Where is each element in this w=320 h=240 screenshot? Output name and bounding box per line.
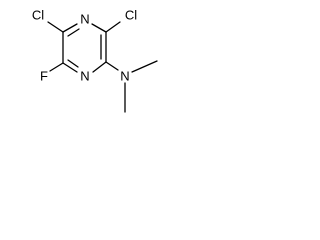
atom-cl-right: Cl xyxy=(125,8,137,23)
chemical-structure: Cl Cl N N F N xyxy=(32,8,158,113)
bond-ring-c5-n4 xyxy=(62,23,78,33)
atom-n-amine: N xyxy=(120,69,129,84)
bond-c5-cl xyxy=(47,21,64,33)
bond-ring-n4-c3 xyxy=(91,23,107,33)
bond-ring-n1-c6 xyxy=(62,62,78,73)
bond-n-methyl-right xyxy=(131,60,158,73)
atom-n-top: N xyxy=(80,12,89,27)
atom-n-bottom: N xyxy=(80,69,89,84)
atom-f: F xyxy=(40,69,48,84)
bond-double-n1-c6 xyxy=(67,59,79,68)
bond-double-c5-n4 xyxy=(67,28,80,37)
atom-cl-left: Cl xyxy=(32,8,44,23)
bond-c2-n xyxy=(105,61,119,71)
bond-c6-f xyxy=(49,62,64,72)
bond-ring-c2-n1 xyxy=(92,61,107,73)
bond-c3-cl xyxy=(105,21,121,33)
